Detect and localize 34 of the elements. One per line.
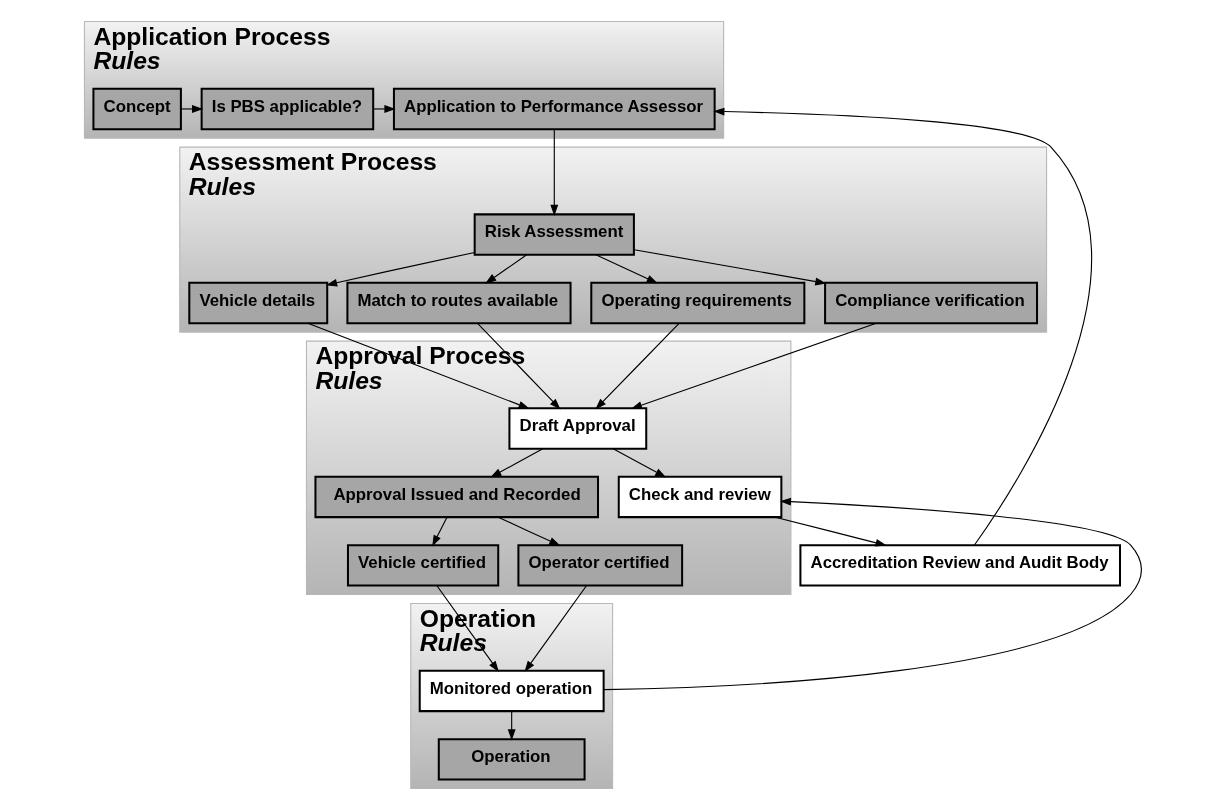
node-box: Is PBS applicable? [200,87,374,131]
node-box: Approval Issued and Recorded [313,475,599,519]
arrow [633,249,826,286]
arrow [712,107,1092,546]
node-box: Vehicle details [187,281,328,325]
node-box: Check and review [617,475,782,519]
arrow [602,497,1142,691]
arrow [507,710,516,741]
node-box: Application to Performance Assessor [392,87,716,131]
arrow [549,128,558,216]
node-box: Concept [91,87,182,131]
arrow [594,322,680,410]
node-box: Accreditation Review and Audit Body [798,544,1121,587]
node-box: Vehicle certified [346,544,499,587]
node-box: Match to routes available [345,281,572,325]
arrow [489,448,543,478]
arrow [180,105,203,113]
arrow [523,585,587,673]
node-box: Operator certified [516,544,683,587]
node-box: Monitored operation [418,669,605,713]
arrow [497,516,560,546]
node-box: Draft Approval [507,407,647,450]
node-box: Operation [437,738,586,781]
arrow [431,516,448,547]
arrow [484,254,527,284]
node-box: Risk Assessment [473,213,635,256]
node-box: Compliance verification [823,281,1038,325]
arrow [612,448,666,478]
arrow [372,105,396,113]
arrow [774,516,887,547]
arrow [594,254,658,284]
arrow [476,322,561,410]
arrow [325,251,475,287]
node-box: Operating requirements [589,281,805,325]
